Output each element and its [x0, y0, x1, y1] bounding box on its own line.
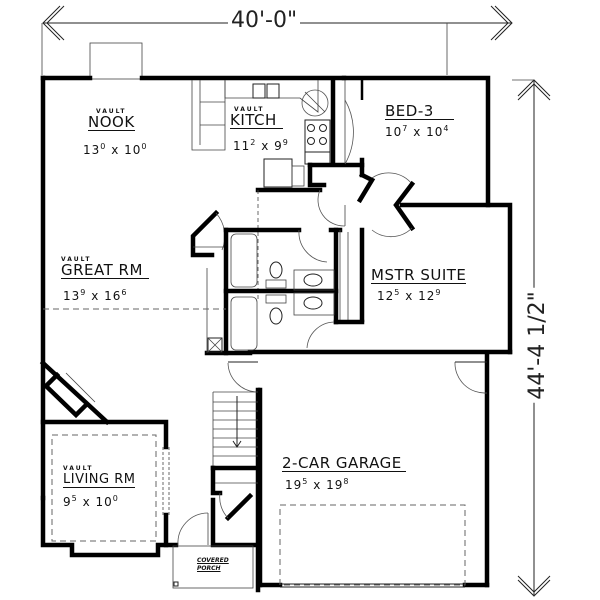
bath-core [190, 209, 365, 356]
dim-b-inches: 4 [443, 124, 450, 133]
room-label-master-suite: MSTR SUITE [371, 266, 467, 284]
dim-a-inches: 5 [302, 477, 309, 486]
dim-a: 10 [385, 125, 403, 139]
dim-times: x [82, 495, 91, 509]
fireplace [39, 359, 111, 426]
dim-a-inches: 5 [71, 494, 78, 503]
hvac-icon [207, 337, 223, 353]
dim-times: x [261, 139, 270, 153]
dim-b: 12 [418, 289, 436, 303]
dim-times: x [111, 143, 120, 157]
room-label-bed3: BED-3 [385, 104, 454, 120]
dim-b-inches: 8 [343, 477, 350, 486]
dim-a-inches: 0 [100, 142, 107, 151]
dim-a: 13 [83, 143, 101, 157]
dim-b: 10 [426, 125, 444, 139]
garage-door-outline [279, 504, 466, 586]
interior-walls-upper [255, 77, 416, 300]
dim-b: 10 [124, 143, 142, 157]
dim-b-inches: 0 [112, 494, 119, 503]
room-label-garage: 2-CAR GARAGE [282, 456, 406, 472]
dim-times: x [313, 478, 322, 492]
vault-outline [51, 434, 157, 542]
porch-line-1: COVERED [197, 557, 229, 564]
stairs [210, 361, 261, 593]
room-label-nook: VAULT NOOK [88, 108, 135, 131]
dim-b-inches: 9 [282, 138, 289, 147]
dim-a-inches: 7 [402, 124, 409, 133]
vault-tag: VAULT [61, 256, 92, 263]
dim-a: 19 [285, 478, 303, 492]
dim-a: 13 [63, 289, 81, 303]
dim-a: 12 [377, 289, 395, 303]
room-dims-kitchen: 112 x 99 [233, 138, 289, 153]
room-label-covered-porch: COVERED PORCH [197, 557, 229, 573]
vault-tag: VAULT [96, 108, 127, 115]
room-dims-bed3: 107 x 104 [385, 124, 450, 139]
living-room-walls [40, 419, 179, 558]
dim-b: 16 [104, 289, 122, 303]
dim-a: 9 [63, 495, 72, 509]
dim-b: 10 [95, 495, 113, 509]
covered-porch [172, 512, 254, 589]
kitchen-cabinets [191, 80, 331, 188]
room-name: GREAT RM [61, 263, 149, 279]
dim-b-inches: 6 [121, 288, 128, 297]
chimney-outline [89, 42, 143, 80]
dim-a-inches: 9 [80, 288, 87, 297]
dim-a-inches: 5 [394, 288, 401, 297]
dim-times: x [91, 289, 100, 303]
room-dims-garage: 195 x 198 [285, 477, 350, 492]
dim-b-inches: 9 [435, 288, 442, 297]
room-label-living-room: VAULT LIVING RM [63, 465, 136, 488]
dim-a: 11 [233, 139, 251, 153]
dim-b-inches: 0 [141, 142, 148, 151]
room-name: KITCH [230, 113, 283, 129]
room-dims-living-room: 95 x 100 [63, 494, 119, 509]
dim-b: 9 [274, 139, 283, 153]
room-name: LIVING RM [63, 472, 136, 488]
dim-a-inches: 2 [250, 138, 257, 147]
room-dims-master-suite: 125 x 129 [377, 288, 442, 303]
room-name: NOOK [88, 113, 135, 131]
depth-dimension: 44'-4 1/2" [524, 288, 550, 403]
width-dimension: 40'-0" [228, 8, 301, 33]
room-label-kitchen: VAULT KITCH [230, 106, 283, 129]
room-name: BED-3 [385, 104, 454, 120]
room-dims-nook: 130 x 100 [83, 142, 148, 157]
vault-tag: VAULT [234, 106, 265, 113]
room-name: 2-CAR GARAGE [282, 456, 406, 472]
room-name: MSTR SUITE [371, 266, 467, 284]
dim-times: x [405, 289, 414, 303]
room-dims-great-room: 139 x 166 [63, 288, 128, 303]
garage-door-swing [454, 361, 488, 394]
dim-b: 19 [326, 478, 344, 492]
dim-times: x [413, 125, 422, 139]
room-label-great-room: VAULT GREAT RM [61, 256, 149, 279]
porch-line-2: PORCH [197, 565, 221, 572]
vault-tag: VAULT [63, 465, 94, 472]
